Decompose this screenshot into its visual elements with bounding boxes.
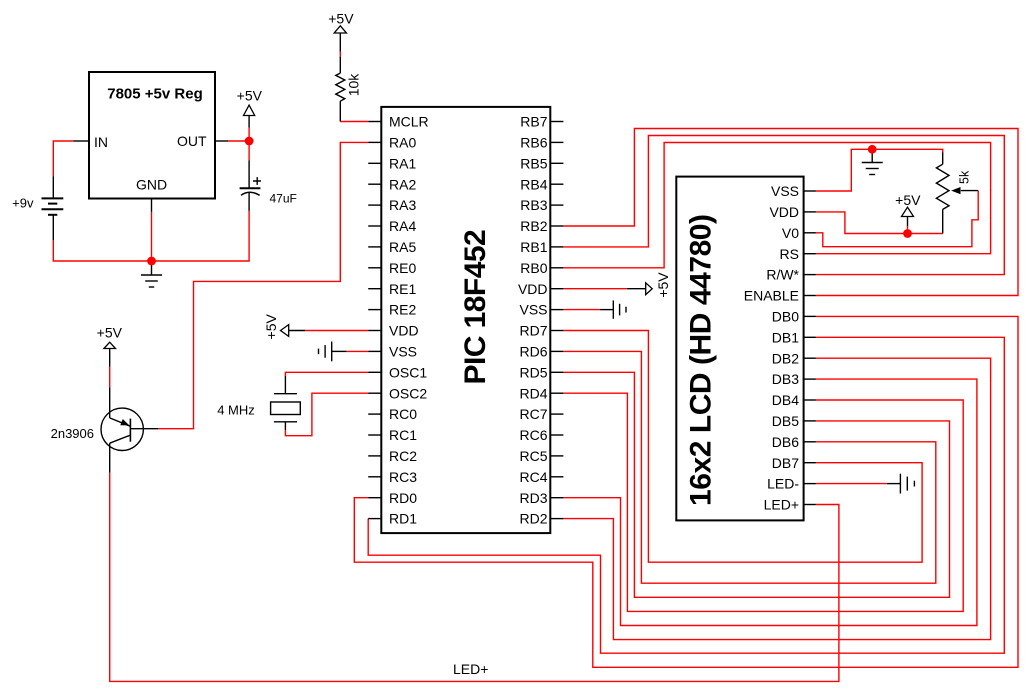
svg-text:5k: 5k xyxy=(957,170,971,184)
svg-text:RC6: RC6 xyxy=(519,427,547,443)
svg-text:RE0: RE0 xyxy=(389,260,416,276)
svg-text:DB4: DB4 xyxy=(772,392,799,408)
svg-text:RE1: RE1 xyxy=(389,281,416,297)
svg-text:4 MHz: 4 MHz xyxy=(217,402,255,417)
svg-text:DB3: DB3 xyxy=(772,371,799,387)
svg-text:RD6: RD6 xyxy=(519,344,547,360)
svg-text:DB7: DB7 xyxy=(772,455,799,471)
svg-text:RD2: RD2 xyxy=(519,511,547,527)
svg-text:DB2: DB2 xyxy=(772,350,799,366)
svg-text:VDD: VDD xyxy=(389,323,419,339)
svg-text:LED+: LED+ xyxy=(453,661,488,677)
svg-text:OSC2: OSC2 xyxy=(389,385,427,401)
svg-text:+5V: +5V xyxy=(328,11,354,27)
svg-text:+9v: +9v xyxy=(12,195,34,210)
svg-text:RB4: RB4 xyxy=(520,176,547,192)
svg-text:VDD: VDD xyxy=(518,281,548,297)
svg-text:7805 +5v Reg: 7805 +5v Reg xyxy=(107,86,203,103)
svg-text:RB7: RB7 xyxy=(520,114,547,130)
svg-text:VSS: VSS xyxy=(519,302,547,318)
svg-text:PIC 18F452: PIC 18F452 xyxy=(459,230,492,385)
svg-text:VSS: VSS xyxy=(389,344,417,360)
svg-text:RC3: RC3 xyxy=(389,469,417,485)
svg-text:RD7: RD7 xyxy=(519,323,547,339)
svg-text:+5V: +5V xyxy=(97,325,123,341)
svg-text:47uF: 47uF xyxy=(270,192,297,206)
svg-text:RD4: RD4 xyxy=(519,385,547,401)
svg-text:RD0: RD0 xyxy=(389,490,417,506)
svg-text:16x2 LCD (HD 44780): 16x2 LCD (HD 44780) xyxy=(684,214,717,506)
svg-text:VSS: VSS xyxy=(771,183,799,199)
svg-text:RA3: RA3 xyxy=(389,197,416,213)
svg-text:DB6: DB6 xyxy=(772,434,799,450)
svg-text:RD5: RD5 xyxy=(519,364,547,380)
svg-text:RD1: RD1 xyxy=(389,511,417,527)
svg-text:OUT: OUT xyxy=(177,133,207,149)
svg-text:RS: RS xyxy=(780,246,799,262)
svg-text:RC1: RC1 xyxy=(389,427,417,443)
svg-text:LED-: LED- xyxy=(767,476,799,492)
svg-text:RA1: RA1 xyxy=(389,155,416,171)
svg-text:LED+: LED+ xyxy=(764,497,799,513)
svg-text:RC0: RC0 xyxy=(389,406,417,422)
svg-text:2n3906: 2n3906 xyxy=(51,426,94,441)
svg-text:RB1: RB1 xyxy=(520,239,547,255)
svg-text:RC7: RC7 xyxy=(519,406,547,422)
svg-text:RB3: RB3 xyxy=(520,197,547,213)
svg-text:RA0: RA0 xyxy=(389,135,416,151)
svg-text:RB6: RB6 xyxy=(520,135,547,151)
svg-text:+5V: +5V xyxy=(263,313,279,339)
svg-text:MCLR: MCLR xyxy=(389,114,429,130)
svg-text:+5V: +5V xyxy=(895,192,921,208)
svg-text:RC4: RC4 xyxy=(519,469,547,485)
svg-text:ENABLE: ENABLE xyxy=(744,288,799,304)
svg-text:DB5: DB5 xyxy=(772,413,799,429)
svg-text:RC2: RC2 xyxy=(389,448,417,464)
svg-text:OSC1: OSC1 xyxy=(389,364,427,380)
svg-text:DB0: DB0 xyxy=(772,309,799,325)
svg-text:RE2: RE2 xyxy=(389,302,416,318)
svg-text:VDD: VDD xyxy=(769,204,799,220)
svg-text:RB0: RB0 xyxy=(520,260,547,276)
svg-text:+5V: +5V xyxy=(237,88,263,104)
svg-text:RC5: RC5 xyxy=(519,448,547,464)
svg-text:RB2: RB2 xyxy=(520,218,547,234)
svg-text:RA4: RA4 xyxy=(389,218,416,234)
svg-text:GND: GND xyxy=(136,176,167,192)
svg-text:10k: 10k xyxy=(346,73,362,97)
svg-text:RD3: RD3 xyxy=(519,490,547,506)
svg-text:RB5: RB5 xyxy=(520,155,547,171)
svg-text:V0: V0 xyxy=(782,225,799,241)
svg-text:RA5: RA5 xyxy=(389,239,416,255)
svg-text:RA2: RA2 xyxy=(389,176,416,192)
svg-text:DB1: DB1 xyxy=(772,329,799,345)
svg-text:R/W*: R/W* xyxy=(766,267,799,283)
svg-text:IN: IN xyxy=(94,134,108,150)
svg-text:+5V: +5V xyxy=(655,272,671,298)
